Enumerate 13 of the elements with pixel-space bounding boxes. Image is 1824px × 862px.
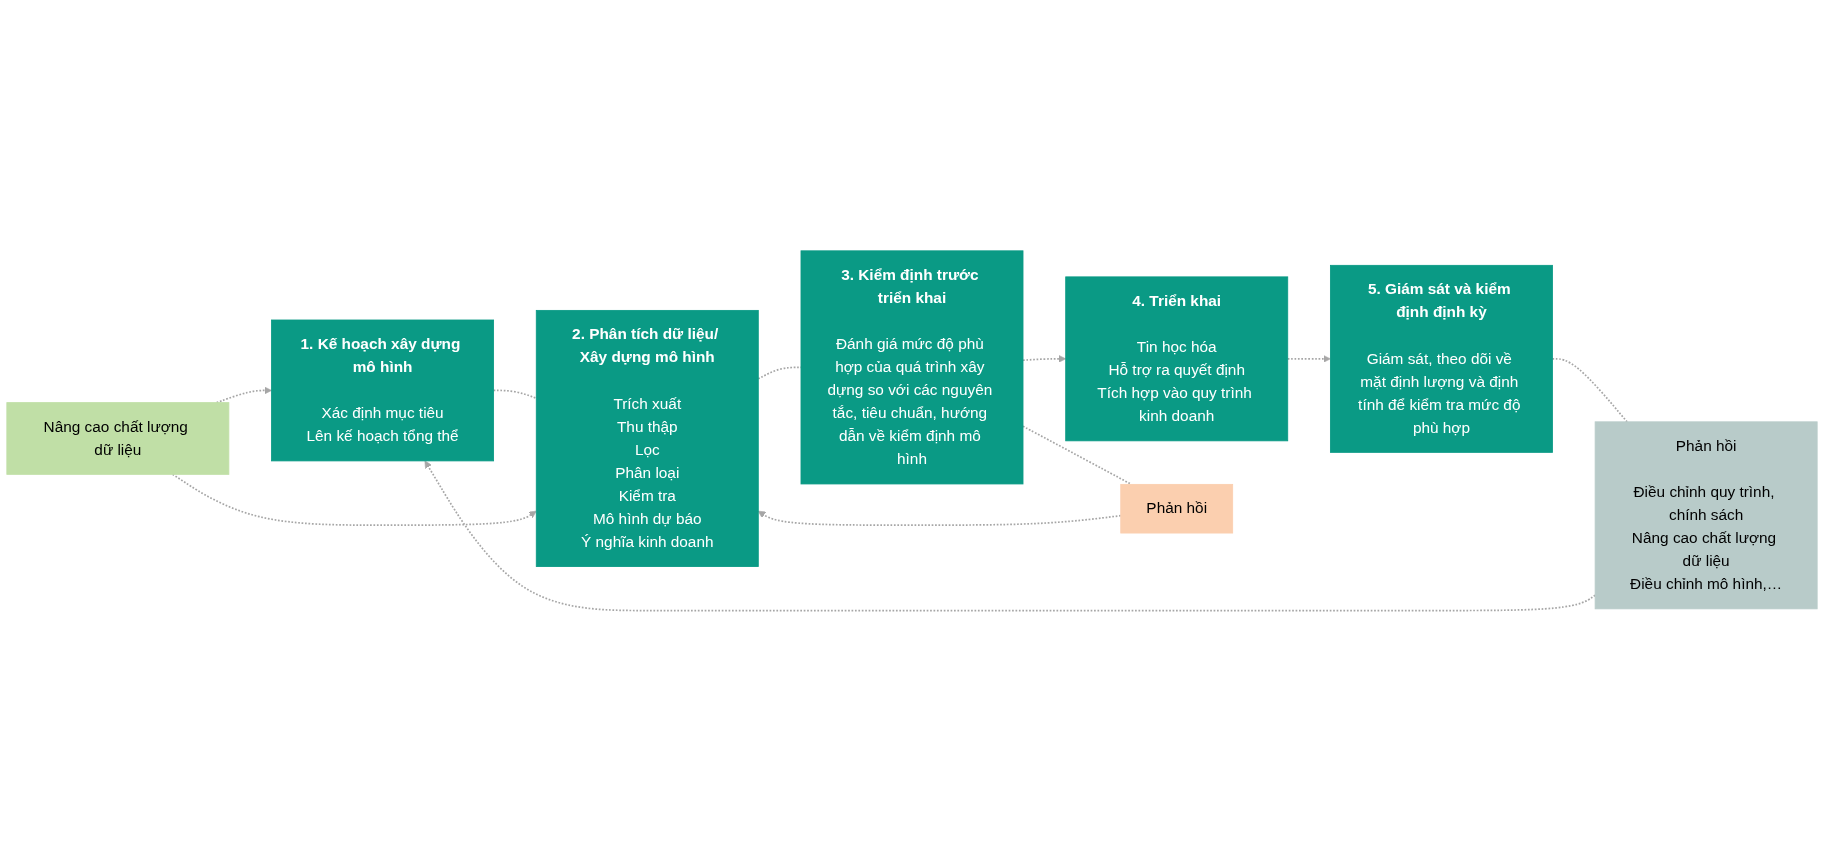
node-box: Nâng cao chất lượng dữ liệu: [6, 402, 230, 476]
connector: [492, 389, 538, 400]
node-box: 3. Kiểm định trước triển khai Đánh giá mức độ phù hợp của quá trình xây dựng so với các nguyên tắc, tiêu chuẩn, hướng dẫn về kiểm định mô hình: [800, 250, 1024, 485]
node-box: Phản hồi: [1120, 484, 1234, 534]
arrow: [1286, 355, 1331, 363]
node-box: 5. Giám sát và kiểm định định kỳ Giám sát, theo dõi về mặt định lượng và định tính để kiểm tra mức độ phù hợp: [1330, 265, 1553, 454]
node-box: 2. Phân tích dữ liệu/ Xây dựng mô hình Trích xuất Thu thập Lọc Phân loại Kiểm tra Mô hình dự báo Ý nghĩa kinh doanh: [535, 310, 759, 568]
node-box: Phản hồi Điều chỉnh quy trình, chính sách Nâng cao chất lượng dữ liệu Điều chỉnh mô hình,…: [1594, 421, 1818, 610]
arrow: [424, 460, 1596, 612]
node-box: 1. Kế hoạch xây dựng mô hình Xác định mục tiêu Lên kế hoạch tổng thể: [271, 319, 494, 462]
node-box: 4. Triển khai Tin học hóa Hỗ trợ ra quyết định Tích hợp vào quy trình kinh doanh: [1065, 276, 1289, 442]
connector: [1551, 358, 1628, 423]
connector: [1022, 425, 1133, 486]
